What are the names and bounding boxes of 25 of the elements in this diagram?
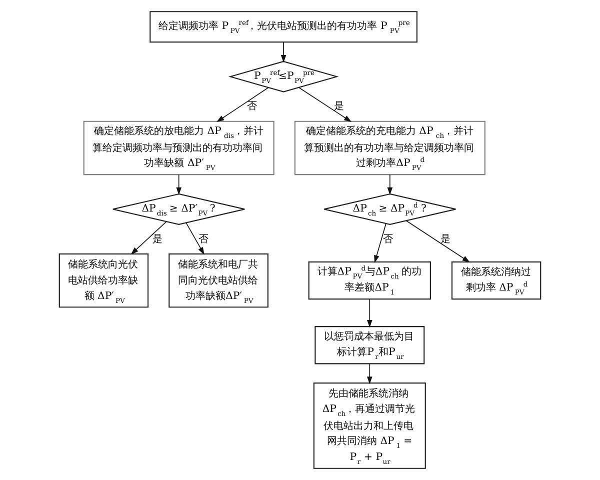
edge-label: 是 [152,234,163,245]
arrow [366,298,372,328]
arrow [130,221,167,255]
arrow [387,174,393,196]
edge-label: 否 [383,234,394,245]
node-box: 储能系统和电厂共同向光伏电站供给功率缺额ΔP′$_{PV}$ [168,253,268,308]
node-box: 先由储能系统消纳ΔP$_{ch}$，再通过调节光伏电站出力和上传电网共同消纳 ΔP$_{1}$ = P$_{r}$ + P$_{ur}$ [313,382,426,469]
node-box: 确定储能系统的放电能力 ΔP$_{dis}$，并计算给定调频功率与预测出的有功功率间功率缺额 ΔP′$_{PV}$ [83,120,274,176]
arrow [216,87,269,122]
node-box: 储能系统向光伏电站供给功率缺额 ΔP′$_{PV}$ [58,253,149,308]
arrow [406,220,470,262]
arrow [298,87,352,122]
arrow [176,174,182,196]
edge-label: 否 [247,101,258,112]
arrow [280,42,286,63]
edge-label: 是 [334,101,344,112]
arrow [366,363,372,384]
node-box: 计算ΔP$_{PV}$$^{d}$与ΔP$_{ch}$ 的功率差额ΔP$_{1}$ [308,261,431,300]
edge-label: 是 [440,234,451,245]
node-diamond: ΔP$_{dis}$ ≥ ΔP′$_{PV}$ ? [112,193,246,225]
arrow [374,223,386,263]
node-diamond: ΔP$_{ch}$ ≥ ΔP$_{PV}$$^{d}$ ? [324,193,456,225]
edge-label: 否 [198,234,208,245]
node-box: 以惩罚成本最低为目标计算P$_{r}$和P$_{ur}$ [314,326,425,364]
arrow [186,222,204,255]
